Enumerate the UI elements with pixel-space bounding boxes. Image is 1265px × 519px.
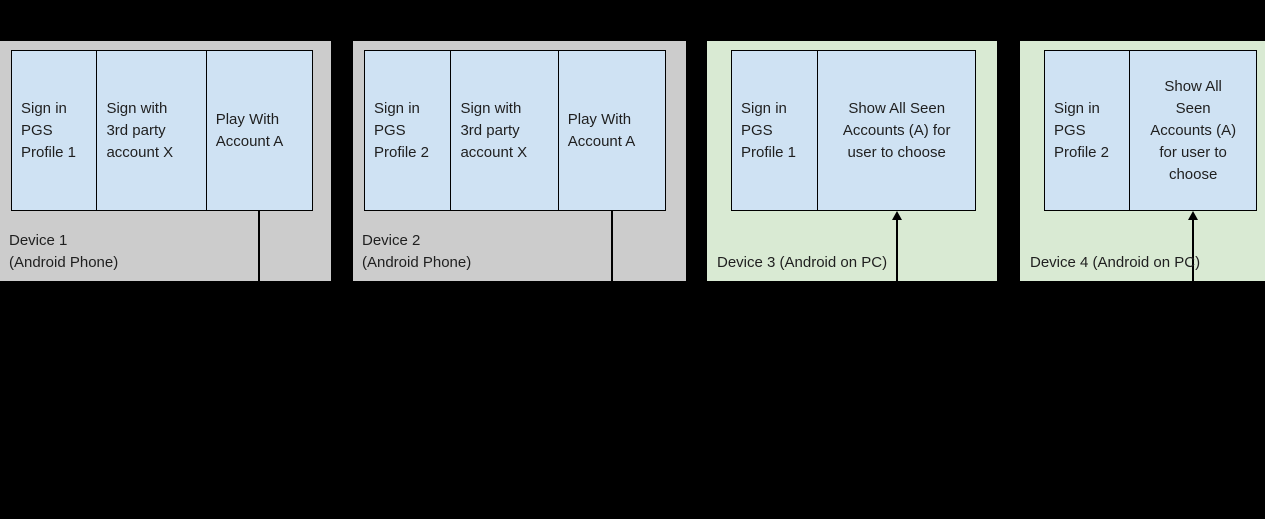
device-1-label: Device 1 (Android Phone) — [9, 232, 119, 271]
device-1-step-play-with-account: Play With Account A — [205, 51, 312, 210]
step-text: Play With Account A — [215, 110, 284, 150]
device-4-step-sign-in-pgs: Sign in PGS Profile 2 — [1045, 51, 1129, 210]
device-1-flow-row: Sign in PGS Profile 1 Sign with 3rd part… — [11, 50, 313, 211]
device-2-step-play-with-account: Play With Account A — [557, 51, 665, 210]
device-4-panel: Sign in PGS Profile 2 Show All Seen Acco… — [1020, 41, 1265, 281]
device-2-panel: Sign in PGS Profile 2 Sign with 3rd part… — [353, 41, 686, 281]
device-1-step-sign-3rd-party: Sign with 3rd party account X — [96, 51, 205, 210]
device-2-flow-row: Sign in PGS Profile 2 Sign with 3rd part… — [364, 50, 666, 211]
step-text: Sign in PGS Profile 1 — [741, 99, 797, 161]
device-3-panel: Sign in PGS Profile 1 Show All Seen Acco… — [707, 41, 997, 281]
arrow-up-icon — [1188, 211, 1198, 220]
device-2-step-sign-in-pgs: Sign in PGS Profile 2 — [365, 51, 450, 210]
device-1-connector-line — [258, 211, 260, 281]
step-text: Sign in PGS Profile 1 — [21, 99, 77, 161]
device-3-flow-row: Sign in PGS Profile 1 Show All Seen Acco… — [731, 50, 976, 211]
device-4-label: Device 4 (Android on PC) — [1030, 254, 1201, 271]
device-1-step-sign-in-pgs: Sign in PGS Profile 1 — [12, 51, 96, 210]
device-3-label: Device 3 (Android on PC) — [717, 254, 888, 271]
device-3-step-sign-in-pgs: Sign in PGS Profile 1 — [732, 51, 817, 210]
device-2-label: Device 2 (Android Phone) — [362, 232, 472, 271]
device-4-flow-row: Sign in PGS Profile 2 Show All Seen Acco… — [1044, 50, 1257, 211]
step-text: Sign with 3rd party account X — [106, 99, 174, 161]
device-3-connector-line — [896, 220, 898, 281]
step-text: Sign with 3rd party account X — [460, 99, 528, 161]
step-text: Show All Seen Accounts (A) for user to c… — [842, 99, 951, 161]
step-text: Play With Account A — [567, 110, 636, 150]
device-2-connector-line — [611, 211, 613, 281]
device-4-step-show-all-seen-accounts: Show All Seen Accounts (A) for user to c… — [1129, 51, 1256, 210]
step-text: Sign in PGS Profile 2 — [374, 99, 430, 161]
step-text: Show All Seen Accounts (A) for user to c… — [1150, 77, 1237, 183]
arrow-up-icon — [892, 211, 902, 220]
device-3-step-show-all-seen-accounts: Show All Seen Accounts (A) for user to c… — [817, 51, 975, 210]
step-text: Sign in PGS Profile 2 — [1054, 99, 1110, 161]
device-1-panel: Sign in PGS Profile 1 Sign with 3rd part… — [0, 41, 331, 281]
device-4-connector-line — [1192, 220, 1194, 281]
device-2-step-sign-3rd-party: Sign with 3rd party account X — [450, 51, 557, 210]
